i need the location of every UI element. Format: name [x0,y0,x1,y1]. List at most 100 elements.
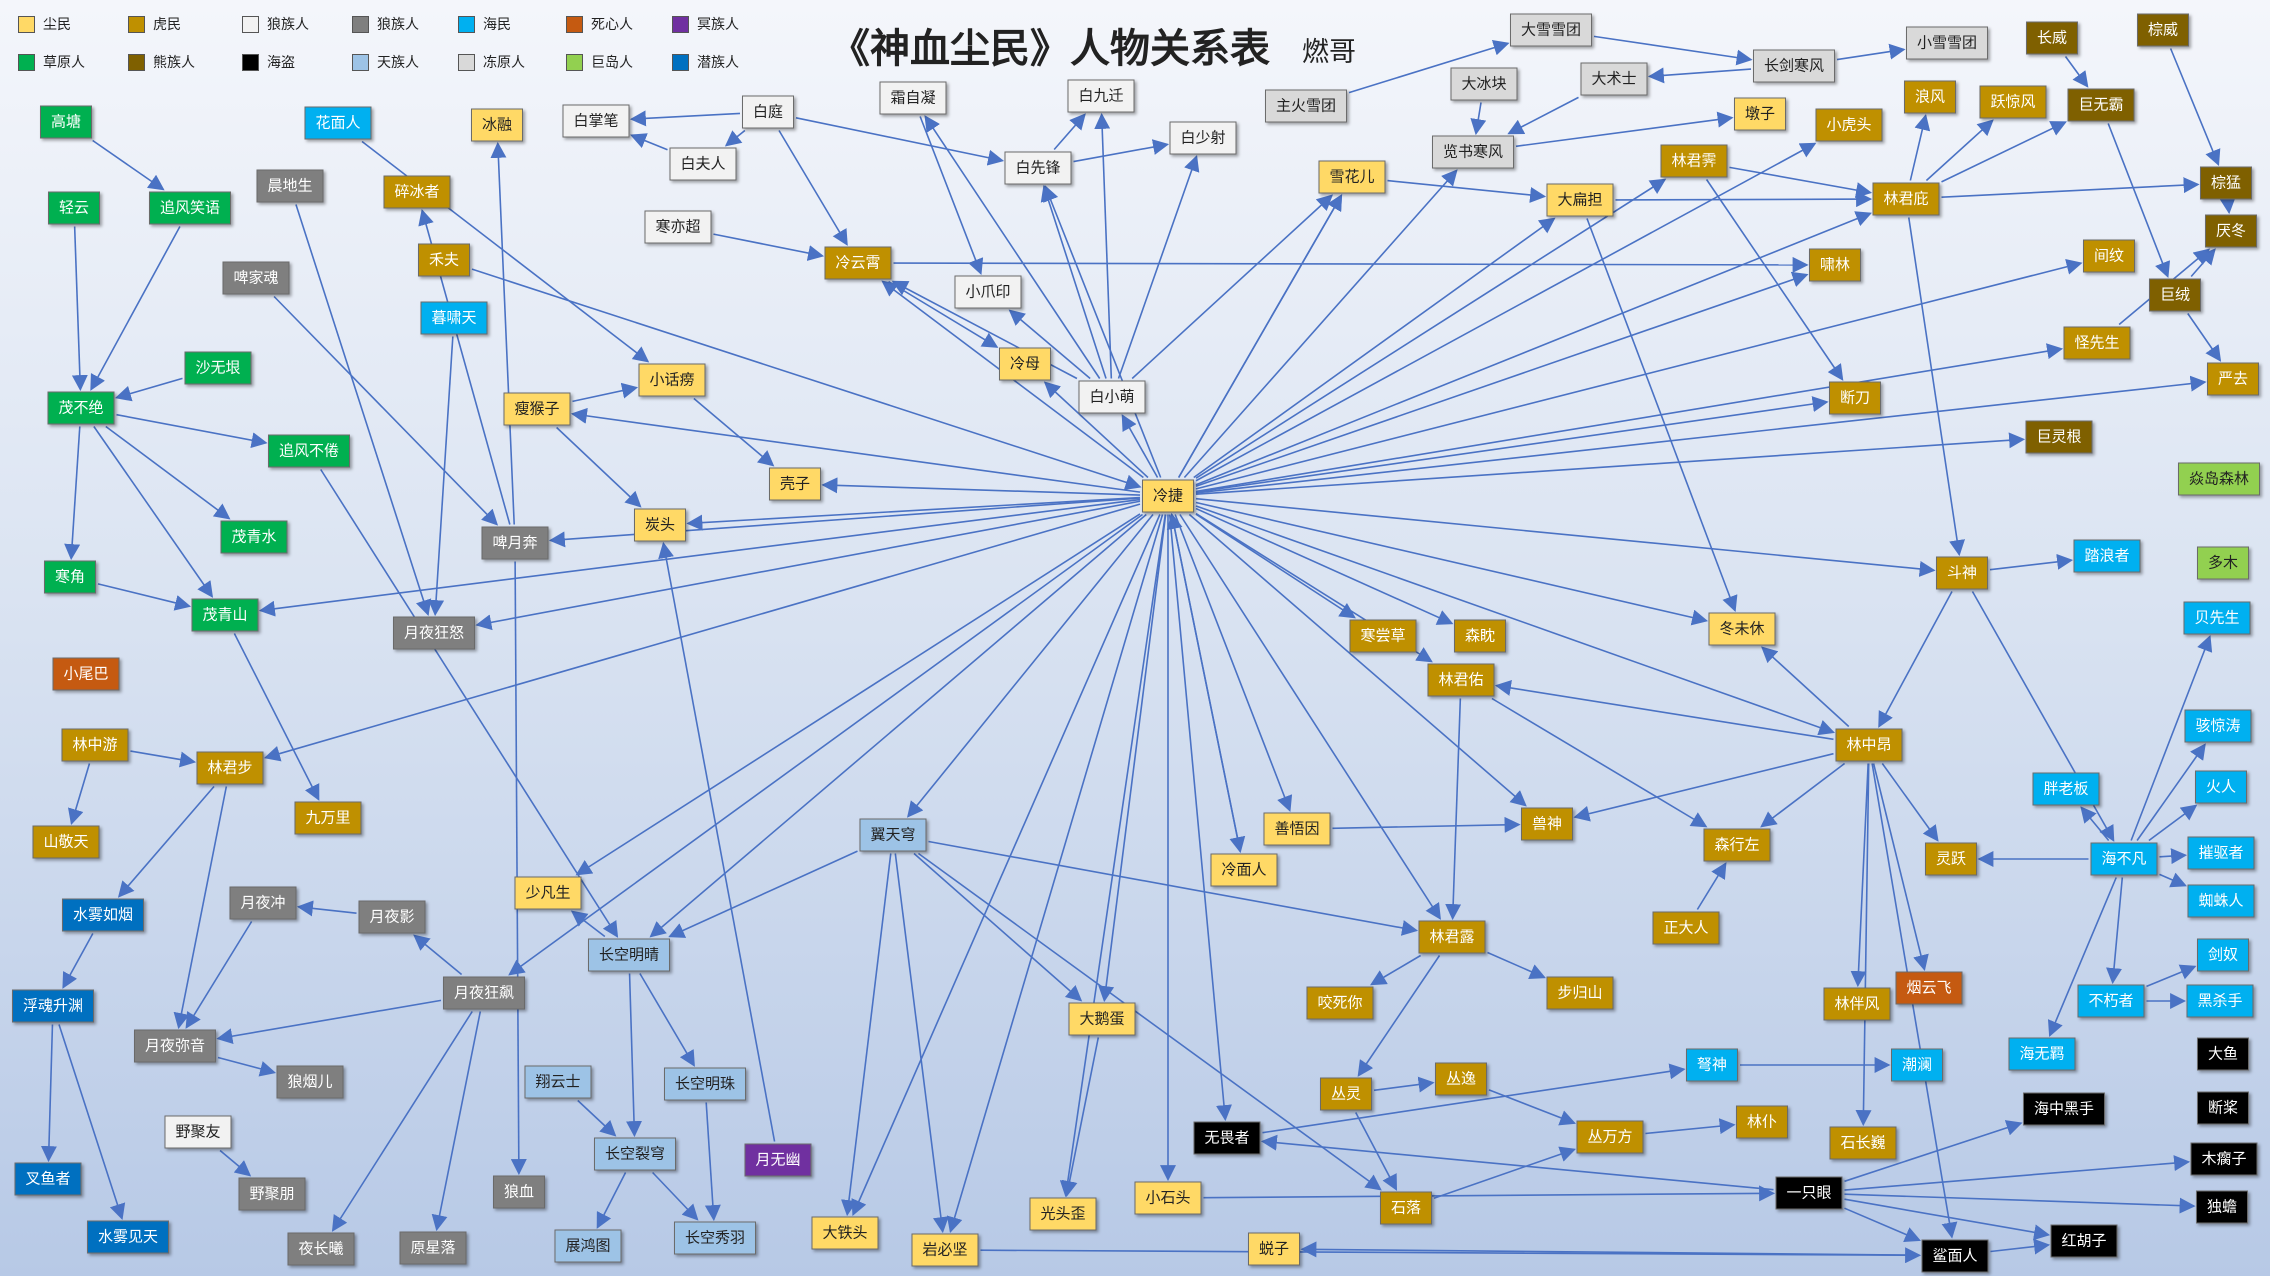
character-node[interactable]: 茂不绝 [47,391,115,425]
character-node[interactable]: 白掌笔 [562,104,630,138]
character-node[interactable]: 月夜狂飙 [442,976,526,1010]
character-node[interactable]: 叉鱼者 [14,1162,82,1196]
character-node[interactable]: 大铁头 [811,1216,879,1250]
character-node[interactable]: 多木 [2196,546,2250,580]
character-node[interactable]: 一只眼 [1775,1176,1843,1210]
character-node[interactable]: 野聚友 [164,1115,232,1149]
character-node[interactable]: 林中游 [61,728,129,762]
character-node[interactable]: 狼烟儿 [276,1065,344,1099]
character-node[interactable]: 丛灵 [1319,1077,1373,1111]
character-node[interactable]: 不朽者 [2077,984,2145,1018]
character-node[interactable]: 丛逸 [1434,1062,1488,1096]
character-node[interactable]: 间纹 [2082,239,2136,273]
character-node[interactable]: 大术士 [1580,62,1648,96]
character-node[interactable]: 光头歪 [1029,1197,1097,1231]
character-node[interactable]: 追风笑语 [148,191,232,225]
character-node[interactable]: 棕猛 [2199,166,2253,200]
character-node[interactable]: 无畏者 [1193,1121,1261,1155]
character-node[interactable]: 小虎头 [1815,108,1883,142]
character-node[interactable]: 鲨面人 [1921,1239,1989,1272]
character-node[interactable]: 啤家魂 [222,261,290,295]
character-node[interactable]: 浮魂升渊 [11,989,95,1023]
character-node[interactable]: 壳子 [768,467,822,501]
character-node[interactable]: 断桨 [2196,1091,2250,1125]
character-node[interactable]: 白九迁 [1067,79,1135,113]
character-node[interactable]: 冷云霄 [824,246,892,280]
character-node[interactable]: 红胡子 [2050,1224,2118,1258]
character-node[interactable]: 啸林 [1808,248,1862,282]
character-node[interactable]: 啤月奔 [481,526,549,560]
character-node[interactable]: 林君步 [196,751,264,785]
character-node[interactable]: 断刀 [1828,381,1882,415]
character-node[interactable]: 沙无垠 [184,351,252,385]
character-node[interactable]: 碎冰者 [383,175,451,209]
character-node[interactable]: 夜长曦 [287,1232,355,1266]
character-node[interactable]: 冰融 [470,108,524,142]
character-node[interactable]: 白少射 [1169,121,1237,155]
character-node[interactable]: 冷捷 [1141,479,1195,513]
character-node[interactable]: 步归山 [1546,976,1614,1010]
character-node[interactable]: 雪花儿 [1318,160,1386,194]
character-node[interactable]: 白庭 [741,95,795,129]
character-node[interactable]: 摧驱者 [2187,836,2255,870]
character-node[interactable]: 岩必坚 [911,1233,979,1267]
character-node[interactable]: 小雪雪团 [1905,26,1989,60]
character-node[interactable]: 冷面人 [1210,853,1278,887]
character-node[interactable]: 怪先生 [2063,326,2131,360]
character-node[interactable]: 林伴风 [1823,987,1891,1021]
character-node[interactable]: 水雾如烟 [61,898,145,932]
character-node[interactable]: 海中黑手 [2022,1092,2106,1126]
character-node[interactable]: 林仆 [1735,1105,1789,1139]
character-node[interactable]: 大扁担 [1546,183,1614,217]
character-node[interactable]: 贝先生 [2183,601,2251,635]
character-node[interactable]: 黑杀手 [2186,984,2254,1018]
character-node[interactable]: 原星落 [399,1231,467,1265]
character-node[interactable]: 长剑寒风 [1752,49,1836,83]
character-node[interactable]: 林君露 [1418,920,1486,954]
character-node[interactable]: 晨地生 [256,169,324,203]
character-node[interactable]: 斗神 [1935,556,1989,590]
character-node[interactable]: 暮啸天 [420,301,488,335]
character-node[interactable]: 林中昂 [1835,728,1903,762]
character-node[interactable]: 翔云士 [524,1065,592,1099]
character-node[interactable]: 月夜影 [358,900,426,934]
character-node[interactable]: 长空裂穹 [593,1137,677,1171]
character-node[interactable]: 厌冬 [2204,214,2258,248]
character-node[interactable]: 蜘蛛人 [2187,884,2255,918]
character-node[interactable]: 月夜弥音 [133,1029,217,1063]
character-node[interactable]: 九万里 [294,801,362,835]
character-node[interactable]: 石落 [1379,1191,1433,1225]
character-node[interactable]: 长威 [2025,21,2079,55]
character-node[interactable]: 林君庇 [1872,182,1940,216]
character-node[interactable]: 展鸿图 [554,1229,622,1263]
character-node[interactable]: 小话痨 [638,363,706,397]
character-node[interactable]: 海无羁 [2008,1037,2076,1071]
character-node[interactable]: 丛万方 [1576,1120,1644,1154]
character-node[interactable]: 长空明珠 [663,1067,747,1101]
character-node[interactable]: 棕威 [2136,13,2190,47]
character-node[interactable]: 咬死你 [1306,986,1374,1020]
character-node[interactable]: 寒尝草 [1349,619,1417,653]
character-node[interactable]: 大冰块 [1450,67,1518,101]
character-node[interactable]: 炭头 [633,508,687,542]
character-node[interactable]: 独蟾 [2195,1190,2249,1224]
character-node[interactable]: 山敬天 [32,825,100,859]
character-node[interactable]: 墩子 [1733,97,1787,131]
character-node[interactable]: 灵跃 [1924,842,1978,876]
character-node[interactable]: 弩神 [1685,1048,1739,1082]
character-node[interactable]: 胖老板 [2032,772,2100,806]
character-node[interactable]: 花面人 [304,106,372,140]
character-node[interactable]: 览书寒风 [1431,135,1515,169]
character-node[interactable]: 剑奴 [2196,938,2250,972]
character-node[interactable]: 森行左 [1703,828,1771,862]
character-node[interactable]: 木瘸子 [2190,1142,2258,1176]
character-node[interactable]: 轻云 [47,191,101,225]
character-node[interactable]: 狼血 [492,1175,546,1209]
character-node[interactable]: 严去 [2206,362,2260,396]
character-node[interactable]: 禾夫 [417,243,471,277]
character-node[interactable]: 蜕子 [1247,1232,1301,1266]
character-node[interactable]: 翼天穹 [859,818,927,852]
character-node[interactable]: 踏浪者 [2073,539,2141,573]
character-node[interactable]: 少凡生 [514,876,582,910]
character-node[interactable]: 高塘 [39,105,93,139]
